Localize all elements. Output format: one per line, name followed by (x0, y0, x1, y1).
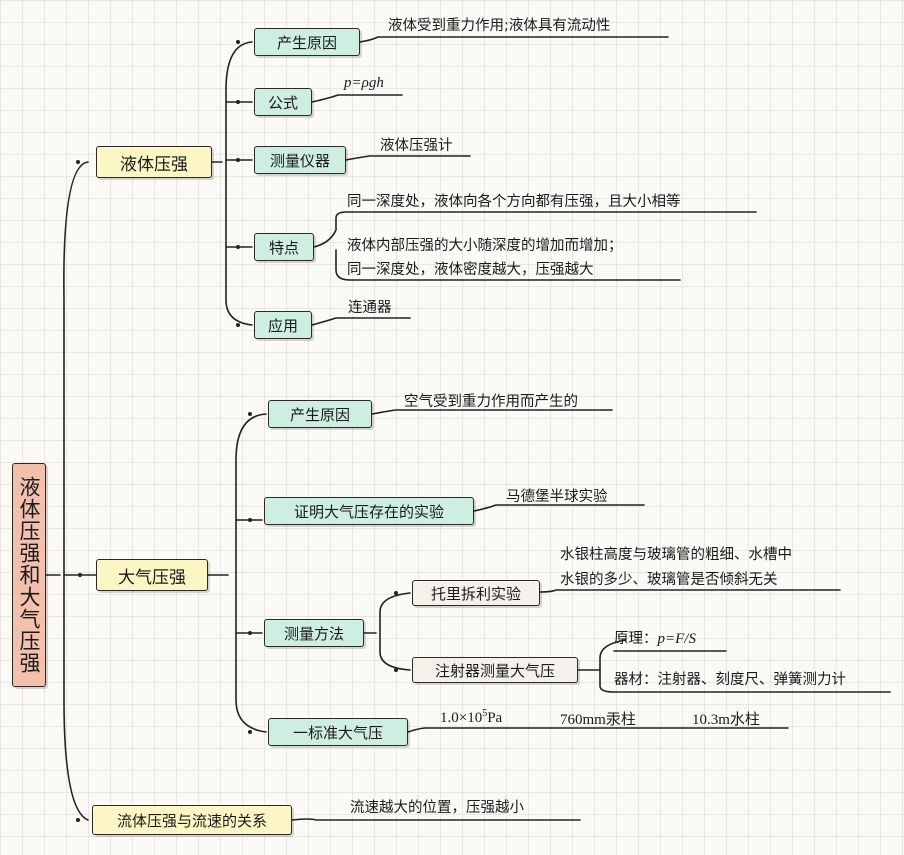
syringe-materials: 器材：注射器、刻度尺、弹簧测力计 (614, 672, 846, 688)
torricelli-line-2: 水银的多少、玻璃管是否倾斜无关 (560, 572, 778, 588)
proof-experiment-text: 马德堡半球实验 (506, 489, 608, 505)
standard-value-pa: 1.0×105Pa (440, 708, 502, 727)
flow-pressure-text: 流速越大的位置，压强越小 (350, 800, 524, 816)
root-topic: 液体压强和大气压强 (12, 463, 46, 687)
atmos-cause-node: 产生原因 (268, 400, 372, 428)
application-node: 应用 (254, 311, 312, 339)
pa-unit: Pa (487, 710, 503, 726)
atmos-cause-text: 空气受到重力作用而产生的 (404, 394, 578, 410)
flow-pressure-node: 流体压强与流速的关系 (92, 805, 292, 835)
features-line-1: 同一深度处，液体向各个方向都有压强，且大小相等 (347, 194, 681, 210)
principle-label: 原理： (614, 631, 658, 647)
torricelli-line-1: 水银柱高度与玻璃管的粗细、水槽中 (560, 547, 792, 563)
instrument-node: 测量仪器 (254, 146, 346, 174)
liquid-pressure-node: 液体压强 (96, 146, 212, 178)
syringe-node: 注射器测量大气压 (412, 657, 578, 683)
syringe-principle: 原理：p=F/S (614, 627, 696, 648)
pa-exponent: 5 (482, 708, 488, 719)
formula-text: p=ρgh (344, 75, 384, 91)
formula-node: 公式 (254, 88, 312, 116)
instrument-text: 液体压强计 (380, 138, 453, 154)
standard-atmosphere-node: 一标准大气压 (268, 718, 408, 746)
standard-value-water: 10.3m水柱 (692, 712, 760, 728)
measurement-method-node: 测量方法 (264, 619, 364, 647)
pa-mantissa: 1.0×10 (440, 710, 483, 726)
application-text: 连通器 (348, 300, 392, 316)
features-node: 特点 (254, 233, 314, 261)
torricelli-node: 托里拆利实验 (412, 580, 540, 606)
atmospheric-pressure-node: 大气压强 (96, 559, 208, 591)
standard-value-mercury: 760mm汞柱 (560, 712, 636, 728)
proof-experiment-node: 证明大气压存在的实验 (264, 497, 474, 525)
features-line-2: 液体内部压强的大小随深度的增加而增加； (347, 238, 623, 254)
principle-formula: p=F/S (657, 631, 696, 647)
features-line-3: 同一深度处，液体密度越大，压强越大 (347, 262, 594, 278)
liquid-cause-node: 产生原因 (254, 28, 360, 56)
liquid-cause-text: 液体受到重力作用;液体具有流动性 (388, 18, 611, 34)
